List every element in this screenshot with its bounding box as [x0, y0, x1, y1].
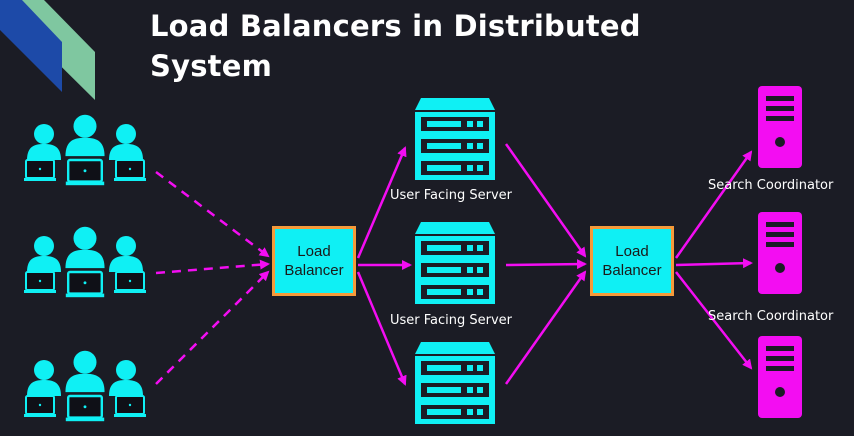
arrow-lb1-server3: [356, 271, 407, 386]
arrow-users1-lb1: [155, 171, 270, 258]
lb-arrows: [356, 143, 753, 386]
user-icon: [109, 124, 143, 160]
arrow-lb2-coord3: [675, 271, 753, 370]
search-coordinator-label: Search Coordinator: [708, 309, 834, 324]
load-balancer-1: Load Balancer: [272, 226, 356, 296]
laptop-icon: [23, 271, 57, 294]
user-icon: [65, 114, 105, 157]
laptop-icon: [64, 270, 106, 299]
user-group-2: [23, 226, 147, 299]
laptop-icon: [23, 395, 57, 418]
arrow-server2-lb2: [505, 259, 587, 270]
tower-server-icon: [758, 86, 802, 168]
user-group-3: [23, 350, 147, 423]
user-icon: [109, 236, 143, 272]
arrow-lb2-coord1: [674, 150, 753, 259]
search-coordinator-label: Search Coordinator: [708, 178, 834, 193]
user-facing-server-label: User Facing Server: [390, 313, 513, 328]
arrow-users3-lb1: [155, 270, 270, 385]
laptop-icon: [113, 159, 147, 182]
laptop-icon: [64, 158, 106, 187]
load-balancer-label-line1: Load: [297, 243, 331, 260]
user-icon: [65, 226, 105, 269]
tower-server-icon: [758, 336, 802, 418]
arrow-lb1-server1: [356, 146, 407, 259]
user-icon: [65, 350, 105, 393]
slide-title-line2: System: [150, 49, 273, 83]
laptop-icon: [64, 394, 106, 423]
server-rack-icon: [415, 222, 495, 304]
user-icon: [27, 124, 61, 160]
tower-server-icon: [758, 212, 802, 294]
user-icon: [109, 360, 143, 396]
slide-title: Load Balancers in Distributed System: [150, 6, 750, 86]
user-icon: [27, 360, 61, 396]
slide-title-line1: Load Balancers in Distributed: [150, 9, 641, 43]
arrow-lb2-coord2: [675, 258, 753, 269]
arrow-server3-lb2: [504, 270, 587, 385]
load-balancer-label-line2: Balancer: [602, 262, 662, 279]
corner-decoration: [0, 0, 95, 100]
load-balancer-2: Load Balancer: [590, 226, 674, 296]
arrow-server1-lb2: [504, 143, 587, 258]
server-rack-icon: [415, 342, 495, 424]
user-to-lb-arrows: [155, 171, 270, 385]
laptop-icon: [23, 159, 57, 182]
user-facing-server-label: User Facing Server: [390, 188, 513, 203]
user-icon: [27, 236, 61, 272]
user-group-1: [23, 114, 147, 187]
load-balancer-label-line2: Balancer: [284, 262, 344, 279]
laptop-icon: [113, 395, 147, 418]
server-rack-icon: [415, 98, 495, 180]
laptop-icon: [113, 271, 147, 294]
load-balancer-label-line1: Load: [615, 243, 649, 260]
corner-stripe-blue: [0, 0, 62, 92]
arrow-users2-lb1: [155, 259, 270, 275]
